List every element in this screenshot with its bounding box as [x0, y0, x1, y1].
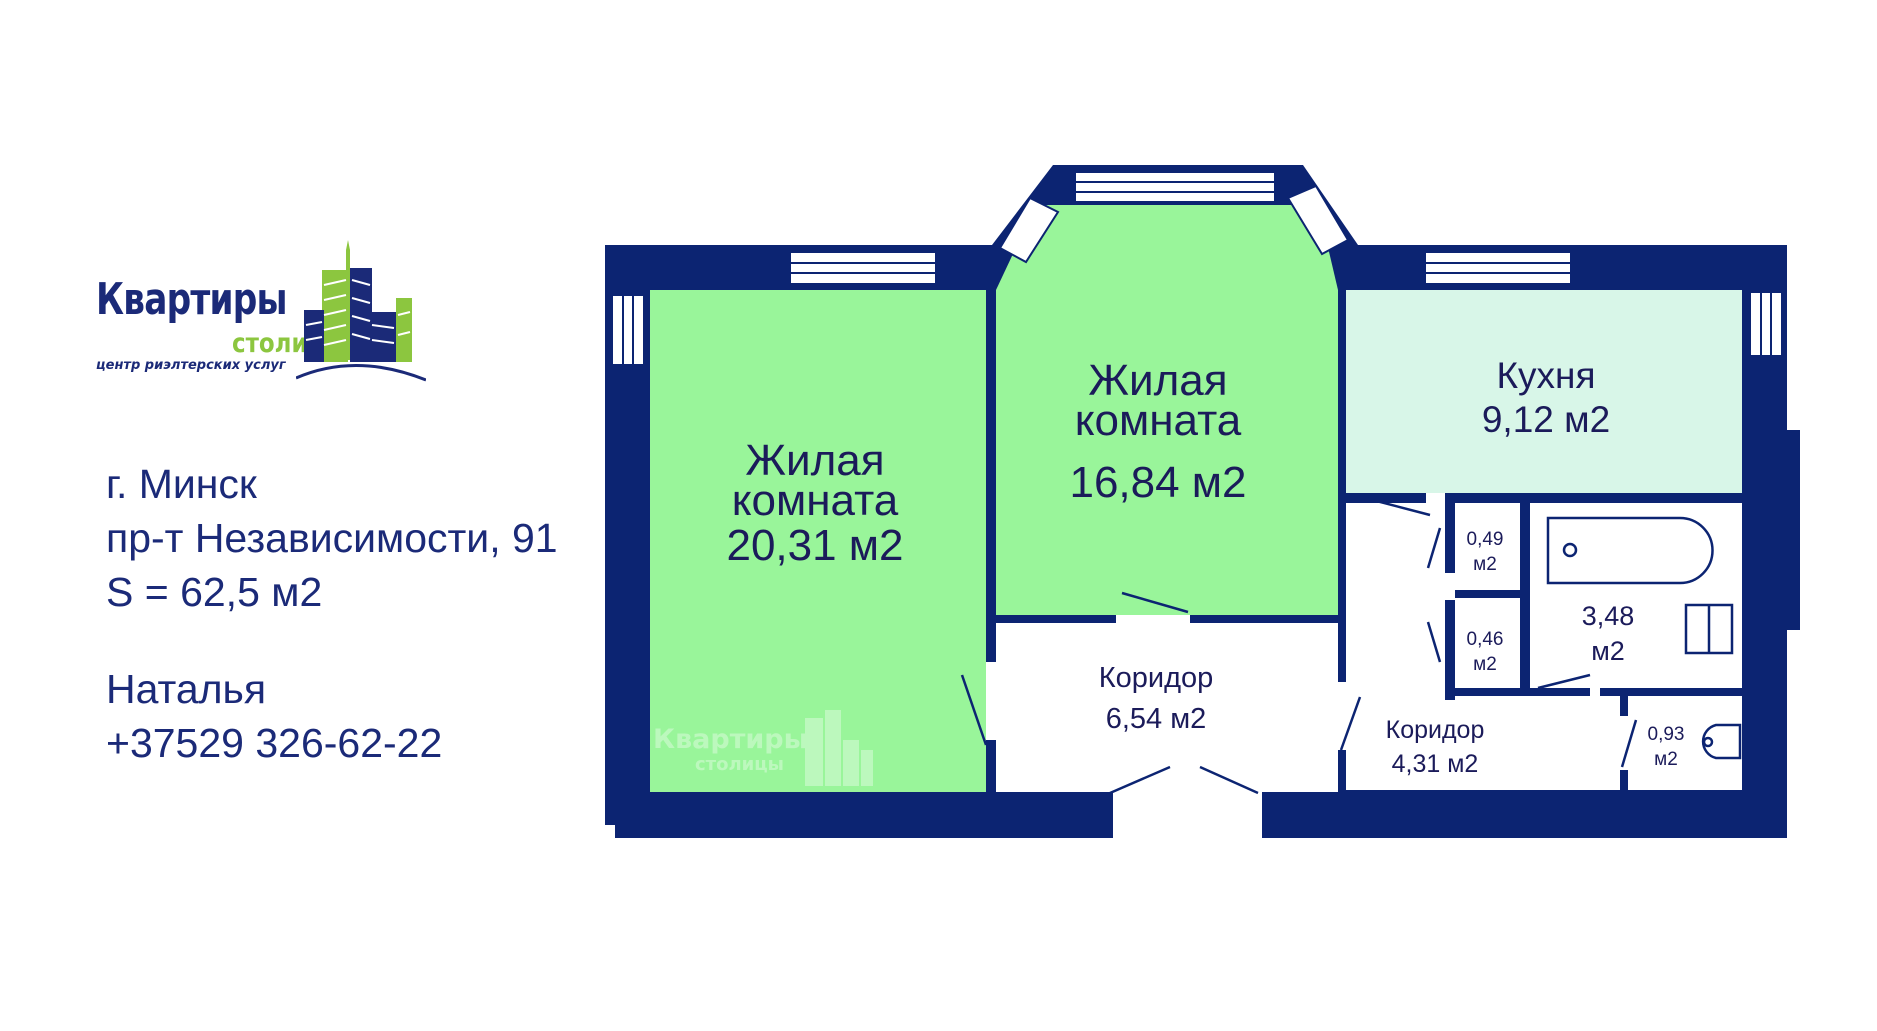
interior-walls: [986, 290, 1742, 792]
phone-text: +37529 326-62-22: [106, 720, 443, 766]
street-text: пр-т Независимости, 91: [106, 515, 558, 561]
watermark-logo: Квартиры столицы: [653, 710, 873, 786]
living-room-2: [996, 205, 1338, 615]
contact-name-text: Наталья: [106, 666, 267, 712]
living-2-title-2: комната: [1075, 396, 1242, 445]
closet-2-unit: м2: [1473, 654, 1497, 675]
corridor-1-title: Коридор: [1099, 662, 1214, 694]
bathroom-unit: м2: [1591, 636, 1625, 666]
watermark-subtitle: столицы: [695, 754, 784, 775]
living-1-title-2: комната: [732, 476, 899, 525]
toilet-icon: [1701, 723, 1742, 760]
listing-address: г. Минск пр-т Независимости, 91 S = 62,5…: [106, 457, 558, 619]
bathtub-icon: [1546, 516, 1714, 585]
sink-icon: [1684, 603, 1734, 655]
living-1-area: 20,31 м2: [726, 521, 903, 570]
living-2-title-1: Жилая: [1088, 356, 1227, 405]
kitchen-room: [1345, 290, 1742, 493]
living-2-area: 16,84 м2: [1069, 458, 1246, 507]
windows: [611, 171, 1783, 366]
door-swings: [960, 496, 1638, 795]
kitchen-title: Кухня: [1496, 355, 1595, 396]
closet-1-value: 0,49: [1467, 529, 1504, 550]
listing-contact: Наталья +37529 326-62-22: [106, 662, 442, 770]
kitchen-area: 9,12 м2: [1482, 399, 1610, 440]
corridor-2-area: 4,31 м2: [1392, 750, 1479, 778]
corridor-1-area: 6,54 м2: [1106, 703, 1207, 735]
buildings-logo-icon: [296, 240, 426, 382]
logo-title: Квартиры: [96, 274, 288, 325]
living-1-title-1: Жилая: [745, 436, 884, 485]
corridor-1-room: [996, 622, 1338, 792]
toilet-unit: м2: [1654, 749, 1678, 770]
living-room-1: [650, 290, 986, 792]
city-text: г. Минск: [106, 461, 257, 507]
closet-1-unit: м2: [1473, 554, 1497, 575]
watermark-title: Квартиры: [653, 724, 808, 755]
logo-tagline: центр риэлтерских услуг: [96, 358, 286, 373]
company-logo: Квартиры столицы центр риэлтерских услуг: [96, 240, 426, 390]
toilet-value: 0,93: [1648, 724, 1685, 745]
corridor-2-title: Коридор: [1386, 716, 1485, 744]
closet-2-value: 0,46: [1467, 629, 1504, 650]
total-area-text: S = 62,5 м2: [106, 569, 323, 615]
bathroom-value: 3,48: [1582, 601, 1635, 631]
